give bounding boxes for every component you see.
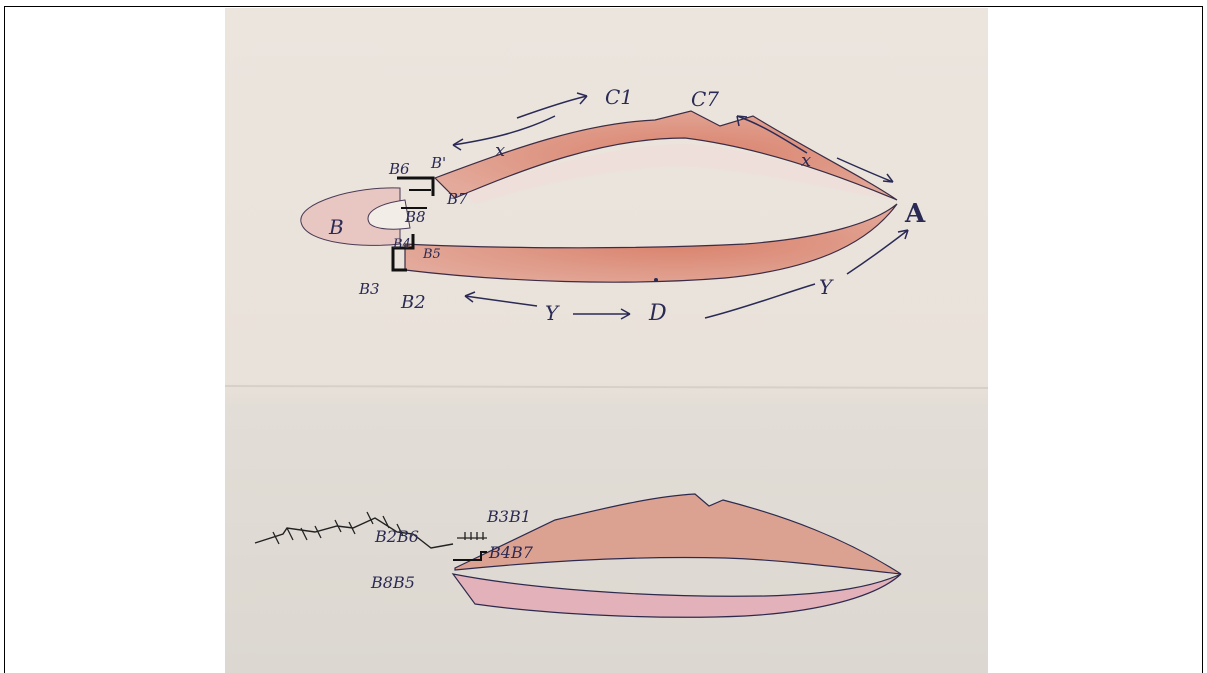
label-b: B: [328, 215, 344, 239]
label-x-right: x: [801, 150, 811, 171]
label-b3: B3: [358, 280, 380, 298]
label-b7: B7: [446, 190, 468, 208]
label-c7: C7: [691, 87, 719, 111]
label-b2b6: B2B6: [374, 527, 419, 546]
label-d: D: [648, 301, 667, 326]
label-c1: C1: [605, 85, 633, 109]
label-b4: B4: [392, 237, 411, 252]
label-b4b7: B4B7: [488, 543, 534, 562]
point-d-dot: [654, 278, 658, 282]
label-b3b1: B3B1: [486, 507, 531, 526]
sketch-canvas: B A C1 C7 D B' B6 B7 B8 B4 B5 B3 B2 x x …: [225, 8, 988, 673]
label-b6: B6: [388, 160, 410, 178]
label-x-left: x: [495, 140, 505, 161]
label-b2: B2: [400, 292, 426, 313]
sketch-photo: B A C1 C7 D B' B6 B7 B8 B4 B5 B3 B2 x x …: [225, 8, 988, 673]
label-b5: B5: [422, 247, 441, 262]
label-b8: B8: [404, 208, 426, 226]
label-a: A: [904, 199, 926, 229]
label-b1: B': [430, 154, 446, 172]
label-y-right: Y: [819, 275, 834, 299]
label-b8b5: B8B5: [370, 573, 415, 592]
label-y-left: Y: [545, 301, 560, 325]
